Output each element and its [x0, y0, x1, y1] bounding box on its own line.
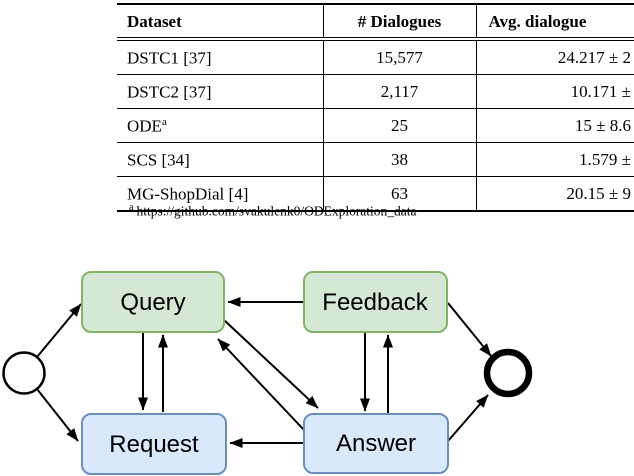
dialogue-state-diagram: Query Feedback Request Answer — [2, 271, 533, 475]
dialogues-cell: 38 — [323, 142, 477, 177]
request-node-label: Request — [109, 431, 199, 458]
feedback-node-label: Feedback — [322, 289, 428, 316]
final-state-circle — [483, 348, 533, 398]
footnote-marker: a — [129, 202, 134, 213]
avg-length-cell: 10.171 ± — [476, 74, 634, 109]
avg-length-cell: 20.15 ± 9 — [566, 184, 631, 203]
table-header-row: Dataset # Dialogues Avg. dialogue — [117, 4, 634, 41]
dataset-cell: ODEa — [117, 108, 324, 143]
dataset-cell: MG-ShopDial [4] — [117, 176, 324, 211]
table-row: ODEa 25 15 ± 8.6 — [117, 108, 634, 143]
avg-length-cell: 1.579 ± — [476, 142, 634, 177]
node-query: Query — [81, 271, 225, 333]
node-answer: Answer — [303, 413, 449, 474]
initial-state-circle — [2, 351, 46, 395]
edge-query-to-answer — [223, 319, 319, 409]
dialogues-cell: 63 — [323, 176, 477, 211]
answer-node-box — [303, 413, 449, 474]
footnote-url: https://github.com/svakulenk0/ODExplorat… — [136, 203, 417, 219]
table-row: DSTC1 [37] 15,577 24.217 ± 2 — [117, 39, 634, 75]
request-node-box — [81, 413, 227, 475]
node-request: Request — [81, 413, 227, 475]
query-node-label: Query — [120, 289, 185, 316]
dataset-cell: DSTC2 [37] — [117, 74, 324, 109]
answer-node-label: Answer — [336, 430, 416, 457]
dialogues-cell: 15,577 — [323, 39, 477, 75]
dialogues-cell: 25 — [323, 108, 477, 143]
avg-length-cell: 15 ± 8.6 — [476, 108, 634, 143]
table-row: DSTC2 [37] 2,117 10.171 ± — [117, 74, 634, 109]
edge-answer-to-query — [217, 338, 305, 431]
table-row: SCS [34] 38 1.579 ± — [117, 142, 634, 177]
col-header-dialogues: # Dialogues — [323, 4, 477, 41]
edge-start-to-query — [36, 303, 82, 358]
table-row: MG-ShopDial [4] 63 20.15 ± 9 — [117, 176, 634, 211]
edge-start-to-request — [36, 388, 79, 442]
dataset-cell: DSTC1 [37] — [117, 39, 324, 75]
edge-feedback-to-end — [447, 302, 492, 357]
dialogues-cell: 2,117 — [323, 74, 477, 109]
node-feedback: Feedback — [303, 271, 448, 333]
feedback-node-box — [303, 271, 448, 333]
avg-length-cell: 24.217 ± 2 — [476, 39, 634, 75]
col-header-dataset: Dataset — [117, 4, 324, 41]
edge-answer-to-end — [447, 394, 489, 442]
col-header-avg-length: Avg. dialogue — [476, 4, 634, 41]
dataset-cell: SCS [34] — [117, 142, 324, 177]
dataset-stats-table: Dataset # Dialogues Avg. dialogue DSTC1 … — [117, 3, 634, 212]
query-node-box — [81, 271, 225, 333]
